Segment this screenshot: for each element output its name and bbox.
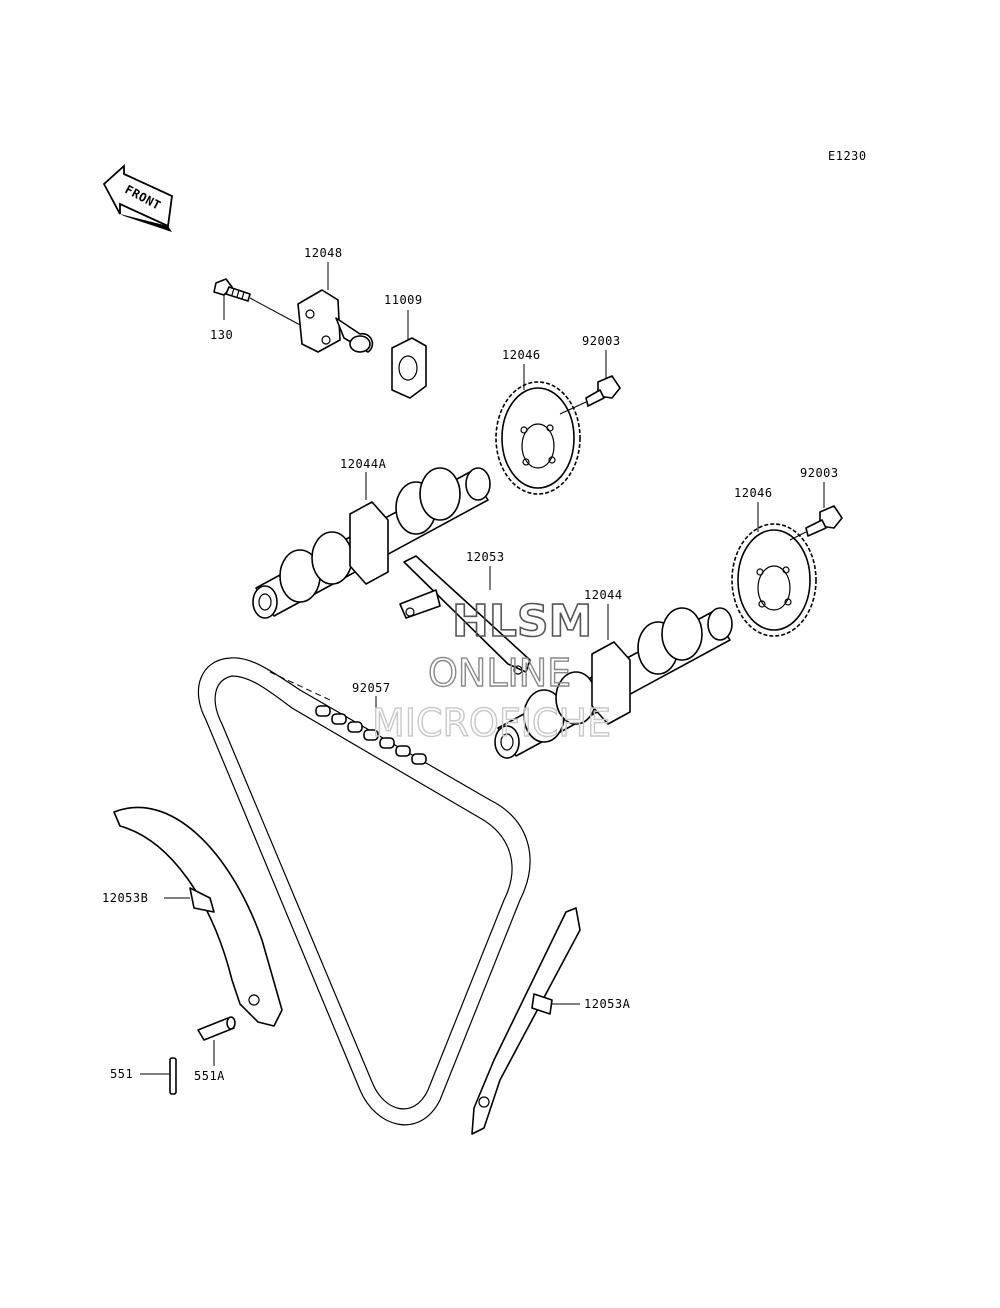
label-92003-right: 92003 xyxy=(800,466,839,480)
chain-guide-12053 xyxy=(399,555,531,675)
label-12053A: 12053A xyxy=(584,997,631,1011)
label-12053B: 12053B xyxy=(102,891,148,905)
dowel-pin-551A xyxy=(197,1016,236,1041)
gasket-11009 xyxy=(391,337,427,399)
label-12053: 12053 xyxy=(466,550,505,564)
label-12048: 12048 xyxy=(304,246,343,260)
label-11009: 11009 xyxy=(384,293,423,307)
camshaft-12044 xyxy=(494,607,733,759)
bolt-92003-right xyxy=(789,505,843,541)
label-551: 551 xyxy=(110,1067,133,1081)
diagram-code: E1230 xyxy=(828,149,867,163)
watermark: HLSM ONLINE MICROFICHE xyxy=(371,595,611,746)
label-12046-right: 12046 xyxy=(734,486,773,500)
label-12044A: 12044A xyxy=(340,457,387,471)
watermark-line2: ONLINE xyxy=(428,651,571,695)
watermark-line1: HLSM xyxy=(452,596,592,647)
label-130: 130 xyxy=(210,328,233,342)
chain-guide-12053B xyxy=(113,806,283,1027)
label-12046-top: 12046 xyxy=(502,348,541,362)
cam-chain-tensioner-12048 xyxy=(297,289,374,353)
label-92057: 92057 xyxy=(352,681,391,695)
camshaft-12044A xyxy=(252,467,491,619)
front-arrow-icon: FRONT xyxy=(102,163,173,232)
cam-chain-92057 xyxy=(197,657,531,1126)
camshaft-sprocket-12046-right xyxy=(731,523,817,637)
label-12044: 12044 xyxy=(584,588,623,602)
chain-links-icon xyxy=(315,705,427,765)
bolt-130 xyxy=(213,278,303,327)
watermark-line3: MICROFICHE xyxy=(372,701,611,745)
camshaft-sprocket-12046-top xyxy=(495,381,581,495)
bolt-92003-top xyxy=(559,375,621,415)
chain-guide-12053A xyxy=(471,907,581,1135)
label-551A: 551A xyxy=(194,1069,225,1083)
label-92003-top: 92003 xyxy=(582,334,621,348)
pin-551 xyxy=(169,1057,177,1095)
